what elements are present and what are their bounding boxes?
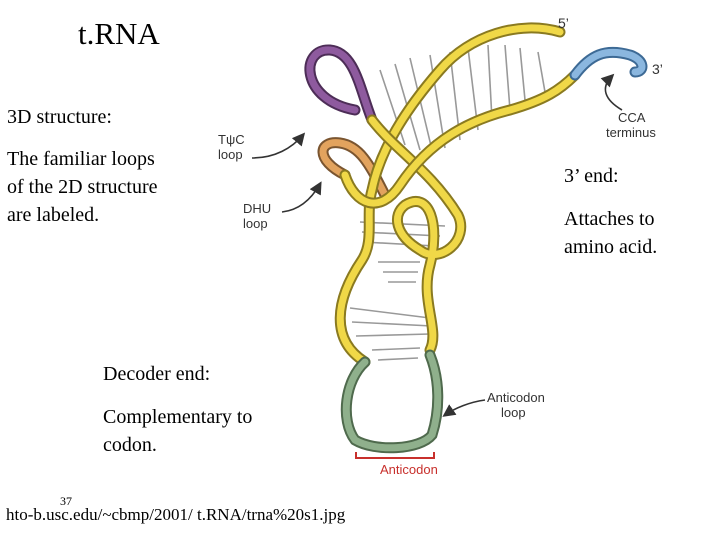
bottom-body-line: codon.	[103, 434, 157, 456]
right-body-line: Attaches to	[564, 208, 655, 230]
left-body: The familiar loops of the 2D structure a…	[7, 145, 158, 229]
left-body-line: are labeled.	[7, 204, 100, 226]
label-tpsic: TψC loop	[218, 132, 245, 162]
dhu-arrow	[281, 181, 322, 213]
left-body-line: of the 2D structure	[7, 176, 158, 198]
label-anticodon-loop: Anticodon loop	[487, 390, 545, 420]
left-body-line: The familiar loops	[7, 148, 155, 170]
bottom-body: Complementary to codon.	[103, 403, 252, 459]
label-dhu-line: DHU	[243, 201, 272, 216]
page-number: 37	[60, 494, 72, 508]
cca-arrow	[600, 73, 623, 111]
right-heading: 3’ end:	[564, 165, 619, 187]
bottom-body-line: Complementary to	[103, 406, 253, 428]
label-dhu: DHU loop	[243, 201, 271, 231]
left-heading: 3D structure:	[7, 106, 112, 128]
label-five-prime: 5’	[558, 15, 569, 31]
label-cca-line: CCA	[618, 110, 646, 125]
tpsic-arrow	[251, 132, 306, 159]
label-anticodon-loop-line: Anticodon	[487, 390, 545, 405]
bottom-heading: Decoder end:	[103, 363, 211, 385]
right-body: Attaches to amino acid.	[564, 205, 657, 261]
label-anticodon-loop-line: loop	[501, 405, 526, 420]
label-cca-line: terminus	[606, 125, 656, 140]
right-body-line: amino acid.	[564, 236, 658, 258]
label-tpsic-line: loop	[218, 147, 243, 162]
slide-title: t.RNA	[78, 16, 160, 51]
source-url: hto-b.usc.edu/~cbmp/2001/ t.RNA/trna%20s…	[6, 505, 346, 524]
anticodon-bracket	[355, 452, 435, 459]
base-pairs-lower	[349, 307, 433, 361]
label-tpsic-line: TψC	[218, 132, 245, 147]
anticodon-loop-arrow	[442, 399, 486, 417]
label-cca: CCA terminus	[606, 110, 656, 140]
label-anticodon: Anticodon	[380, 462, 438, 477]
label-dhu-line: loop	[243, 216, 268, 231]
label-three-prime: 3’	[652, 61, 663, 77]
